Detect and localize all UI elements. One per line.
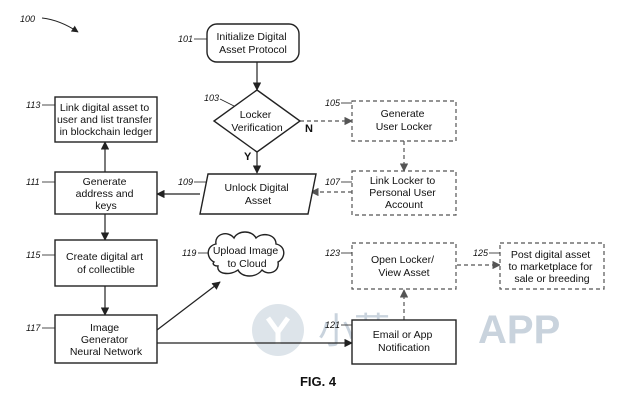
- node-113-shape: [54, 96, 158, 143]
- node-119-label: Upload Image to Cloud: [213, 245, 281, 270]
- node-121-ref: 121: [325, 320, 340, 330]
- node-119-ref: 119: [182, 248, 196, 258]
- node-107-ref: 107: [325, 177, 341, 187]
- node-109-ref: 109: [178, 177, 193, 187]
- node-121: Email or App Notification 121: [325, 319, 457, 365]
- edges: N Y: [100, 62, 501, 348]
- node-119-shape: [207, 231, 285, 277]
- watermark-logo-mark-icon: [265, 316, 291, 344]
- edge-yes-label: Y: [244, 151, 252, 163]
- node-103-label: Locker Verification: [231, 109, 283, 134]
- node-111: Generate address and keys 111: [26, 171, 158, 215]
- node-123: Open Locker/ View Asset 123: [325, 242, 457, 290]
- node-117: Image Generator Neural Network 117: [26, 314, 158, 364]
- node-103-ref-leader: [219, 98, 235, 107]
- node-119: Upload Image to Cloud 119: [182, 231, 285, 277]
- node-103: Locker Verification 103: [204, 89, 302, 153]
- node-117-ref: 117: [26, 323, 41, 333]
- node-113-ref: 113: [26, 100, 40, 110]
- node-125-label: Post digital asset to marketplace for sa…: [509, 249, 596, 285]
- figure-ref: 100: [20, 14, 35, 24]
- node-105-label: Generate User Locker: [376, 108, 433, 133]
- node-101: Initialize Digital Asset Protocol 101: [178, 23, 300, 63]
- node-125: Post digital asset to marketplace for sa…: [473, 242, 605, 290]
- node-107-label: Link Locker to Personal User Account: [369, 175, 438, 211]
- node-125-shape: [499, 242, 605, 290]
- node-105-ref: 105: [325, 98, 341, 108]
- node-115: Create digital art of collectible 115: [26, 239, 158, 287]
- node-111-ref: 111: [26, 177, 40, 187]
- node-123-ref: 123: [325, 248, 340, 258]
- node-121-label: Email or App Notification: [373, 329, 435, 354]
- node-125-ref: 125: [473, 248, 489, 258]
- node-115-shape: [54, 239, 158, 287]
- node-101-ref: 101: [178, 34, 193, 44]
- node-111-label: Generate address and keys: [76, 176, 137, 212]
- node-103-shape: [212, 89, 302, 153]
- node-105-shape: [351, 100, 457, 142]
- node-115-ref: 115: [26, 250, 41, 260]
- node-101-shape: [206, 23, 300, 63]
- node-101-label: Initialize Digital Asset Protocol: [217, 31, 290, 56]
- node-121-shape: [351, 319, 457, 365]
- watermark-app: APP: [478, 308, 560, 352]
- edge-no-label: N: [305, 123, 313, 135]
- node-107: Link Locker to Personal User Account 107: [325, 170, 457, 216]
- node-117-label: Image Generator Neural Network: [70, 322, 143, 358]
- node-111-shape: [54, 171, 158, 215]
- node-113: Link digital asset to user and list tran…: [26, 96, 158, 143]
- node-107-shape: [351, 170, 457, 216]
- node-123-shape: [351, 242, 457, 290]
- edge-117-119: [156, 281, 221, 331]
- figure-ref-pointer: [41, 17, 79, 33]
- node-105: Generate User Locker 105: [325, 98, 457, 142]
- node-115-label: Create digital art of collectible: [66, 251, 146, 276]
- node-109-shape: [199, 173, 317, 215]
- node-109: Unlock Digital Asset 109: [178, 173, 317, 215]
- node-113-label: Link digital asset to user and list tran…: [57, 102, 155, 138]
- figure-caption: FIG. 4: [300, 374, 337, 389]
- node-117-shape: [54, 314, 158, 364]
- node-109-label: Unlock Digital Asset: [224, 182, 291, 207]
- node-103-ref: 103: [204, 93, 219, 103]
- node-123-label: Open Locker/ View Asset: [371, 254, 437, 279]
